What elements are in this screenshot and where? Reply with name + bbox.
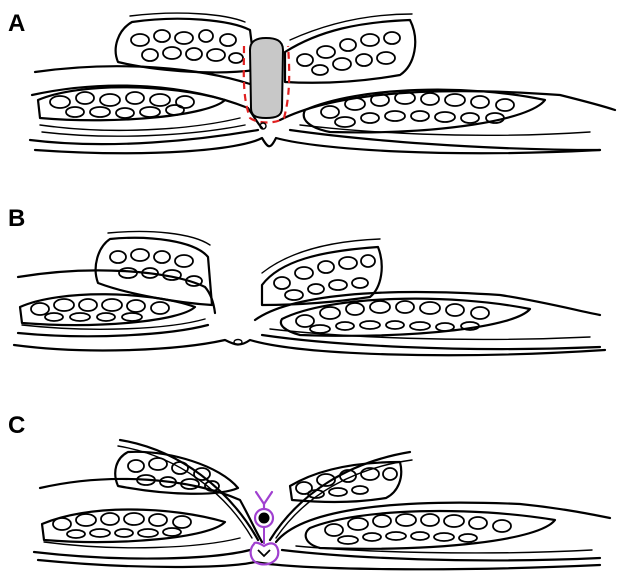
panel-a: A (0, 0, 625, 190)
panel-c: C (0, 400, 625, 572)
tissue-diagram-b (0, 195, 625, 370)
plug-shape (250, 38, 283, 118)
tissue-diagram-c (0, 400, 625, 572)
panel-b: B (0, 195, 625, 370)
tissue-diagram-a (0, 0, 625, 190)
